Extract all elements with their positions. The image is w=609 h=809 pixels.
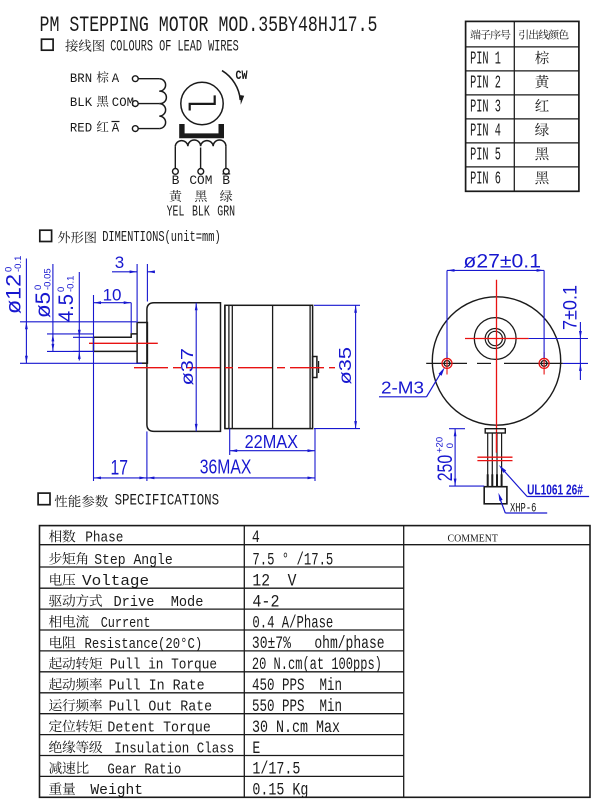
svg-text:COM: COM	[112, 95, 134, 110]
svg-text:4.5: 4.5	[55, 294, 78, 322]
svg-text:12 V: 12 V	[252, 572, 297, 592]
svg-text:Pull In Rate: Pull In Rate	[109, 679, 205, 695]
svg-text:-0.1: -0.1	[66, 276, 77, 292]
svg-text:550 PPS Min: 550 PPS Min	[252, 697, 342, 717]
svg-text:B: B	[172, 174, 180, 188]
svg-text:+20: +20	[434, 437, 445, 453]
svg-text:Step Angle: Step Angle	[94, 553, 173, 569]
svg-text:UL1061 26#: UL1061 26#	[527, 482, 583, 499]
svg-text:-0.1: -0.1	[13, 256, 24, 272]
svg-text:GRN: GRN	[217, 204, 235, 221]
svg-text:ø5: ø5	[32, 292, 55, 318]
svg-text:PIN 6: PIN 6	[470, 168, 501, 190]
svg-text:0: 0	[445, 443, 456, 448]
svg-text:Current: Current	[101, 616, 151, 632]
svg-text:0.4 A/Phase: 0.4 A/Phase	[252, 613, 333, 633]
svg-text:30±7% ohm/phase: 30±7% ohm/phase	[252, 634, 385, 654]
svg-text:0: 0	[4, 267, 15, 272]
svg-text:36MAX: 36MAX	[200, 457, 252, 479]
svg-text:22MAX: 22MAX	[245, 431, 298, 452]
svg-text:Pull Out Rate: Pull Out Rate	[109, 700, 213, 716]
svg-text:20 N.cm(at 100pps): 20 N.cm(at 100pps)	[252, 655, 382, 675]
svg-text:4: 4	[252, 528, 260, 548]
svg-text:PM STEPPING MOTOR MOD.35BY48HJ: PM STEPPING MOTOR MOD.35BY48HJ17.5	[40, 13, 378, 38]
svg-text:A: A	[112, 71, 120, 86]
svg-text:17: 17	[111, 456, 129, 479]
svg-text:ø37: ø37	[177, 348, 197, 386]
svg-text:PIN 1: PIN 1	[470, 48, 501, 70]
svg-text:SPECIFICATIONS: SPECIFICATIONS	[115, 492, 220, 510]
svg-text:10: 10	[103, 286, 122, 305]
svg-text:Insulation Class: Insulation Class	[114, 741, 234, 757]
svg-text:4-2: 4-2	[252, 592, 279, 612]
svg-text:450 PPS Min: 450 PPS Min	[252, 676, 342, 696]
svg-text:Resistance(20°C): Resistance(20°C)	[85, 637, 203, 653]
svg-text:PIN 4: PIN 4	[470, 120, 501, 142]
svg-text:Pull in Torque: Pull in Torque	[110, 658, 217, 674]
svg-text:ø12: ø12	[3, 274, 26, 314]
svg-text:2-M3: 2-M3	[381, 378, 424, 398]
svg-text:B: B	[222, 174, 230, 188]
svg-text:-0.05: -0.05	[43, 268, 54, 290]
svg-text:0: 0	[33, 285, 44, 290]
svg-text:Voltage: Voltage	[82, 574, 149, 590]
svg-text:E: E	[252, 739, 260, 759]
svg-text:COM: COM	[189, 174, 212, 188]
svg-text:DIMENTIONS(unit=mm): DIMENTIONS(unit=mm)	[102, 230, 221, 246]
svg-text:250: 250	[434, 455, 457, 482]
svg-text:Detent Torque: Detent Torque	[107, 721, 210, 737]
svg-text:CW: CW	[236, 68, 248, 83]
svg-text:0.15 Kg: 0.15 Kg	[252, 781, 308, 801]
svg-text:BLK: BLK	[192, 204, 210, 221]
svg-text:PIN 5: PIN 5	[470, 144, 501, 166]
svg-text:PIN 3: PIN 3	[470, 96, 501, 118]
svg-text:BLK: BLK	[70, 95, 92, 110]
svg-text:COMMENT: COMMENT	[448, 533, 499, 545]
svg-text:BRN: BRN	[70, 71, 92, 86]
svg-text:A: A	[112, 120, 120, 135]
svg-text:7.5 ° /17.5: 7.5 ° /17.5	[252, 550, 333, 570]
svg-text:COLOURS OF LEAD WIRES: COLOURS OF LEAD WIRES	[110, 37, 239, 55]
svg-text:Phase: Phase	[85, 531, 123, 547]
svg-text:ø35: ø35	[335, 347, 355, 385]
svg-text:1/17.5: 1/17.5	[252, 760, 300, 780]
svg-text:YEL: YEL	[167, 204, 185, 221]
svg-text:PIN 2: PIN 2	[470, 72, 501, 94]
svg-text:RED: RED	[70, 120, 92, 135]
svg-text:30 N.cm Max: 30 N.cm Max	[252, 718, 340, 738]
svg-text:0: 0	[56, 287, 67, 292]
svg-text:3: 3	[115, 253, 124, 272]
svg-text:Drive Mode: Drive Mode	[114, 595, 204, 611]
svg-text:7±0.1: 7±0.1	[561, 285, 582, 330]
svg-text:Weight: Weight	[90, 783, 143, 799]
svg-text:ø27±0.1: ø27±0.1	[463, 251, 541, 272]
svg-text:XHP-6: XHP-6	[510, 502, 536, 516]
svg-text:Gear Ratio: Gear Ratio	[107, 762, 181, 778]
